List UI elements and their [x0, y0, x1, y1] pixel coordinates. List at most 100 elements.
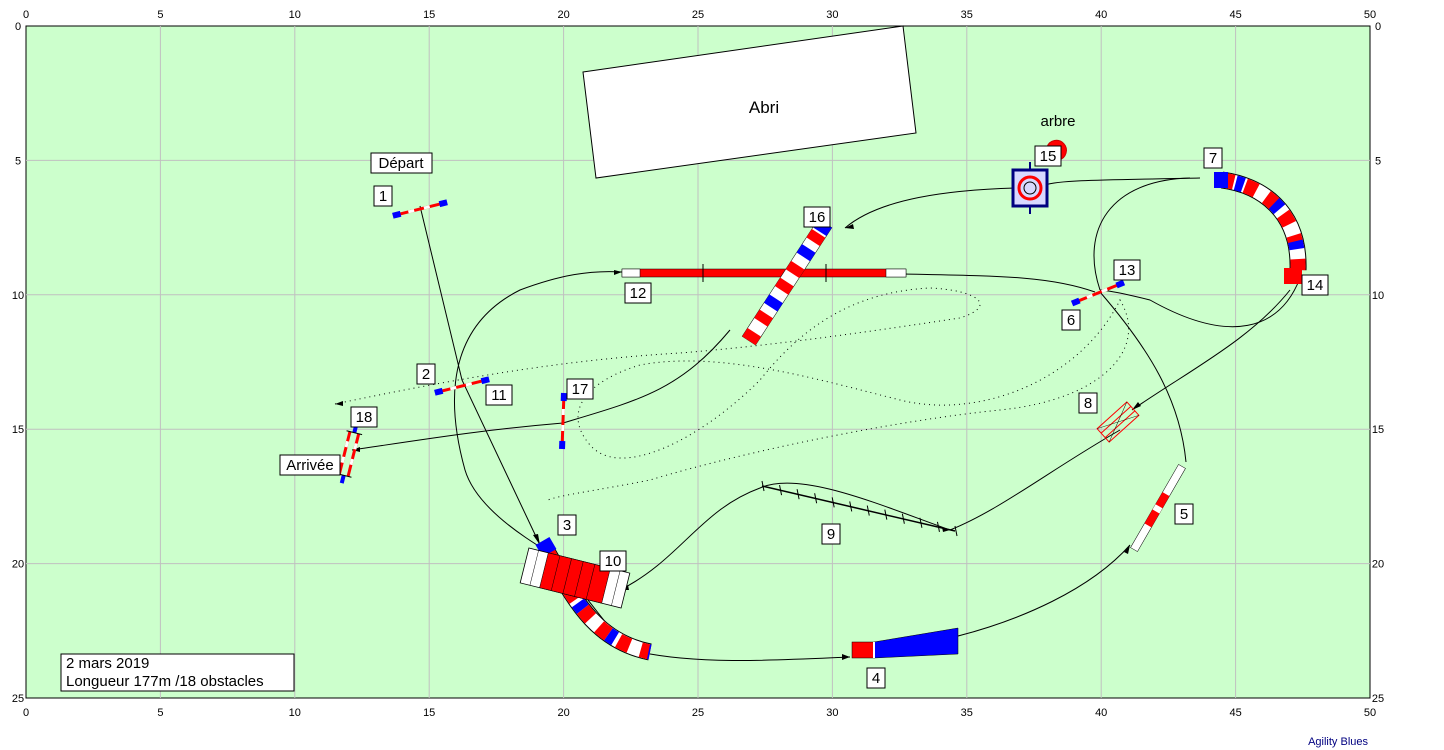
obstacle-number: 7	[1209, 150, 1217, 167]
obstacle-number: 11	[491, 387, 507, 404]
obstacle-number: 12	[630, 285, 647, 302]
y-tick-right: 5	[1375, 155, 1381, 167]
x-tick-top: 45	[1229, 9, 1241, 21]
shelter	[582, 25, 917, 179]
obstacle-number: 9	[827, 526, 835, 543]
x-tick-bottom: 45	[1229, 707, 1241, 719]
x-tick-bottom: 20	[557, 707, 569, 719]
tree-label: arbre	[1040, 113, 1075, 130]
obstacle-number: 8	[1084, 395, 1092, 412]
obstacle-9-weave-poles	[761, 480, 958, 537]
x-tick-top: 5	[157, 9, 163, 21]
x-tick-bottom: 35	[961, 707, 973, 719]
y-tick-right: 25	[1372, 693, 1384, 705]
obstacle-number: 17	[572, 381, 589, 398]
weave-pole	[936, 521, 940, 533]
axis-ticks: 0055101015152020252530303535404045455050…	[12, 9, 1384, 719]
course-line	[351, 177, 1301, 661]
y-tick-left: 0	[15, 21, 21, 33]
y-tick-right: 20	[1372, 559, 1384, 571]
x-tick-top: 35	[961, 9, 973, 21]
weave-pole	[761, 480, 765, 492]
obstacle-number: 3	[563, 517, 571, 534]
obstacle-number-box	[373, 185, 393, 207]
obstacle-number-box	[350, 406, 378, 428]
obstacle-16-tunnel	[741, 218, 833, 346]
info-box	[60, 653, 295, 692]
weave-pole	[779, 484, 783, 496]
start-label: Départ	[378, 155, 424, 172]
weave-pole	[919, 517, 923, 528]
y-tick-left: 20	[12, 559, 24, 571]
obstacle-7-tunnel	[1214, 171, 1307, 284]
obstacle-number-box	[557, 514, 577, 536]
obstacle-number: 5	[1180, 506, 1188, 523]
obstacle-18-double-jump	[335, 424, 363, 484]
x-tick-bottom: 30	[826, 707, 838, 719]
weave-pole	[814, 493, 818, 504]
x-tick-bottom: 5	[157, 707, 163, 719]
obstacle-10-a-frame	[519, 547, 631, 609]
obstacle-number: 18	[356, 409, 373, 426]
info-length: Longueur 177m /18 obstacles	[66, 673, 264, 690]
x-tick-top: 40	[1095, 9, 1107, 21]
obstacle-number-box	[624, 282, 652, 304]
obstacle-number: 14	[1307, 277, 1324, 294]
finish-label: Arrivée	[286, 457, 334, 474]
weave-pole	[884, 509, 888, 520]
x-tick-top: 0	[23, 9, 29, 21]
x-tick-top: 25	[692, 9, 704, 21]
x-tick-bottom: 50	[1364, 707, 1376, 719]
obstacle-number: 1	[379, 188, 387, 205]
obstacle-number-box	[485, 384, 513, 406]
x-tick-top: 30	[826, 9, 838, 21]
obstacle-number: 6	[1067, 312, 1075, 329]
weave-pole	[849, 501, 853, 512]
y-tick-right: 15	[1372, 424, 1384, 436]
obstacle-8-double-jump	[1096, 401, 1140, 443]
obstacle-number-box	[1174, 503, 1194, 525]
obstacle-number-box	[1203, 147, 1223, 169]
obstacle-number: 2	[422, 366, 430, 383]
obstacle-number-box	[1078, 392, 1098, 414]
y-tick-right: 10	[1372, 290, 1384, 302]
obstacle-number-box	[821, 523, 841, 545]
x-tick-top: 50	[1364, 9, 1376, 21]
obstacle-number: 15	[1040, 148, 1057, 165]
info-date: 2 mars 2019	[66, 655, 149, 672]
x-tick-top: 15	[423, 9, 435, 21]
obstacle-number: 4	[872, 670, 880, 687]
obstacle-6-hurdle	[1070, 279, 1126, 307]
obstacle-12-dog-walk	[621, 264, 907, 282]
obstacle-2-hurdle	[434, 376, 490, 396]
obstacle-number-box	[803, 206, 831, 228]
obstacle-number-box	[416, 363, 436, 385]
obstacle-number-box	[566, 378, 594, 400]
obstacle-number-box	[1113, 259, 1141, 281]
weave-pole	[866, 505, 870, 516]
obstacle-number: 13	[1119, 262, 1136, 279]
y-tick-right: 0	[1375, 21, 1381, 33]
weave-pole	[901, 513, 905, 524]
obstacle-1-hurdle	[392, 199, 448, 219]
x-tick-top: 20	[557, 9, 569, 21]
y-tick-left: 10	[12, 290, 24, 302]
x-tick-bottom: 0	[23, 707, 29, 719]
obstacle-number: 10	[605, 553, 622, 570]
obstacle-17-hurdle	[559, 392, 567, 450]
obstacle-15-tire	[1011, 162, 1049, 214]
weave-pole	[954, 525, 958, 537]
shelter-label: Abri	[749, 98, 779, 117]
obstacle-5-hurdle	[1130, 464, 1186, 552]
start-label-box	[370, 152, 433, 174]
x-tick-top: 10	[289, 9, 301, 21]
x-tick-bottom: 40	[1095, 707, 1107, 719]
brand-label: Agility Blues	[1308, 736, 1368, 748]
y-tick-left: 25	[12, 693, 24, 705]
weave-pole	[831, 497, 835, 508]
weave-pole	[796, 489, 800, 500]
obstacle-number-box	[1034, 145, 1062, 167]
y-tick-left: 5	[15, 155, 21, 167]
obstacle-number: 16	[809, 209, 826, 226]
